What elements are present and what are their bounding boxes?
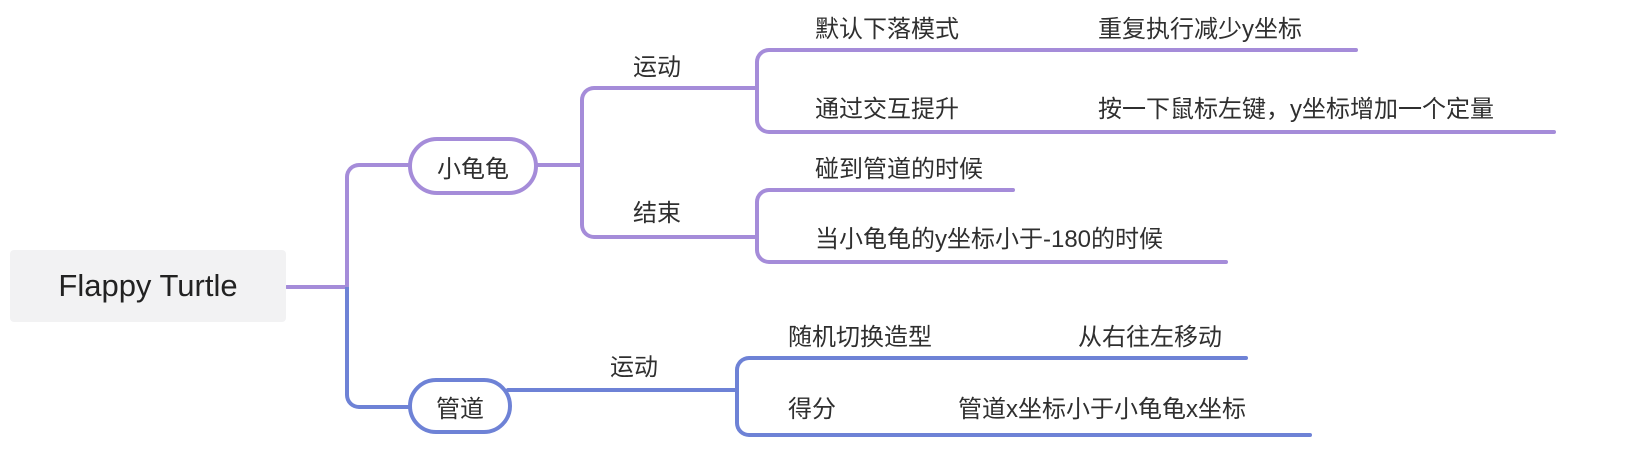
- branch-fork-turtle-motion: [755, 48, 799, 134]
- node-interact-lift-detail[interactable]: 按一下鼠标左键，y坐标增加一个定量: [1098, 96, 1494, 123]
- branch-line-fall-out: [795, 260, 1228, 264]
- node-fall-out[interactable]: 当小龟龟的y坐标小于-180的时候: [815, 226, 1164, 253]
- node-pipe-label: 管道: [436, 395, 484, 423]
- branch-elbow-pipe: [345, 287, 413, 409]
- root-node[interactable]: Flappy Turtle: [10, 250, 286, 322]
- branch-fork-turtle-end: [755, 188, 799, 264]
- node-hit-pipe[interactable]: 碰到管道的时候: [815, 156, 983, 183]
- node-pipe[interactable]: 管道: [408, 378, 512, 434]
- node-interact-lift[interactable]: 通过交互提升: [815, 96, 959, 123]
- branch-line-score: [775, 433, 1312, 437]
- branch-line-root: [285, 285, 349, 289]
- node-turtle[interactable]: 小龟龟: [408, 137, 538, 195]
- branch-elbow-turtle: [345, 163, 411, 289]
- branch-fork-turtle: [580, 86, 624, 239]
- node-turtle-label: 小龟龟: [437, 155, 509, 183]
- node-score[interactable]: 得分: [788, 396, 836, 423]
- branch-line-hit-pipe: [795, 188, 1015, 192]
- node-default-fall-detail[interactable]: 重复执行减少y坐标: [1098, 16, 1302, 43]
- branch-line-random-costume: [775, 356, 1248, 360]
- branch-line-turtle-right: [534, 163, 584, 167]
- branch-line-turtle-end: [616, 235, 759, 239]
- node-default-fall[interactable]: 默认下落模式: [815, 16, 959, 43]
- node-pipe-motion[interactable]: 运动: [610, 354, 658, 381]
- root-node-label: Flappy Turtle: [58, 268, 238, 303]
- branch-line-pipe-motion: [506, 388, 739, 392]
- branch-line-interact-lift: [795, 130, 1556, 134]
- branch-line-turtle-motion: [616, 86, 759, 90]
- node-score-detail[interactable]: 管道x坐标小于小龟龟x坐标: [958, 396, 1246, 423]
- node-random-costume[interactable]: 随机切换造型: [788, 324, 932, 351]
- branch-line-default-fall: [795, 48, 1358, 52]
- node-turtle-end[interactable]: 结束: [633, 200, 681, 227]
- branch-fork-pipe-motion: [735, 356, 779, 437]
- node-turtle-motion[interactable]: 运动: [633, 54, 681, 81]
- node-random-costume-detail[interactable]: 从右往左移动: [1078, 324, 1222, 351]
